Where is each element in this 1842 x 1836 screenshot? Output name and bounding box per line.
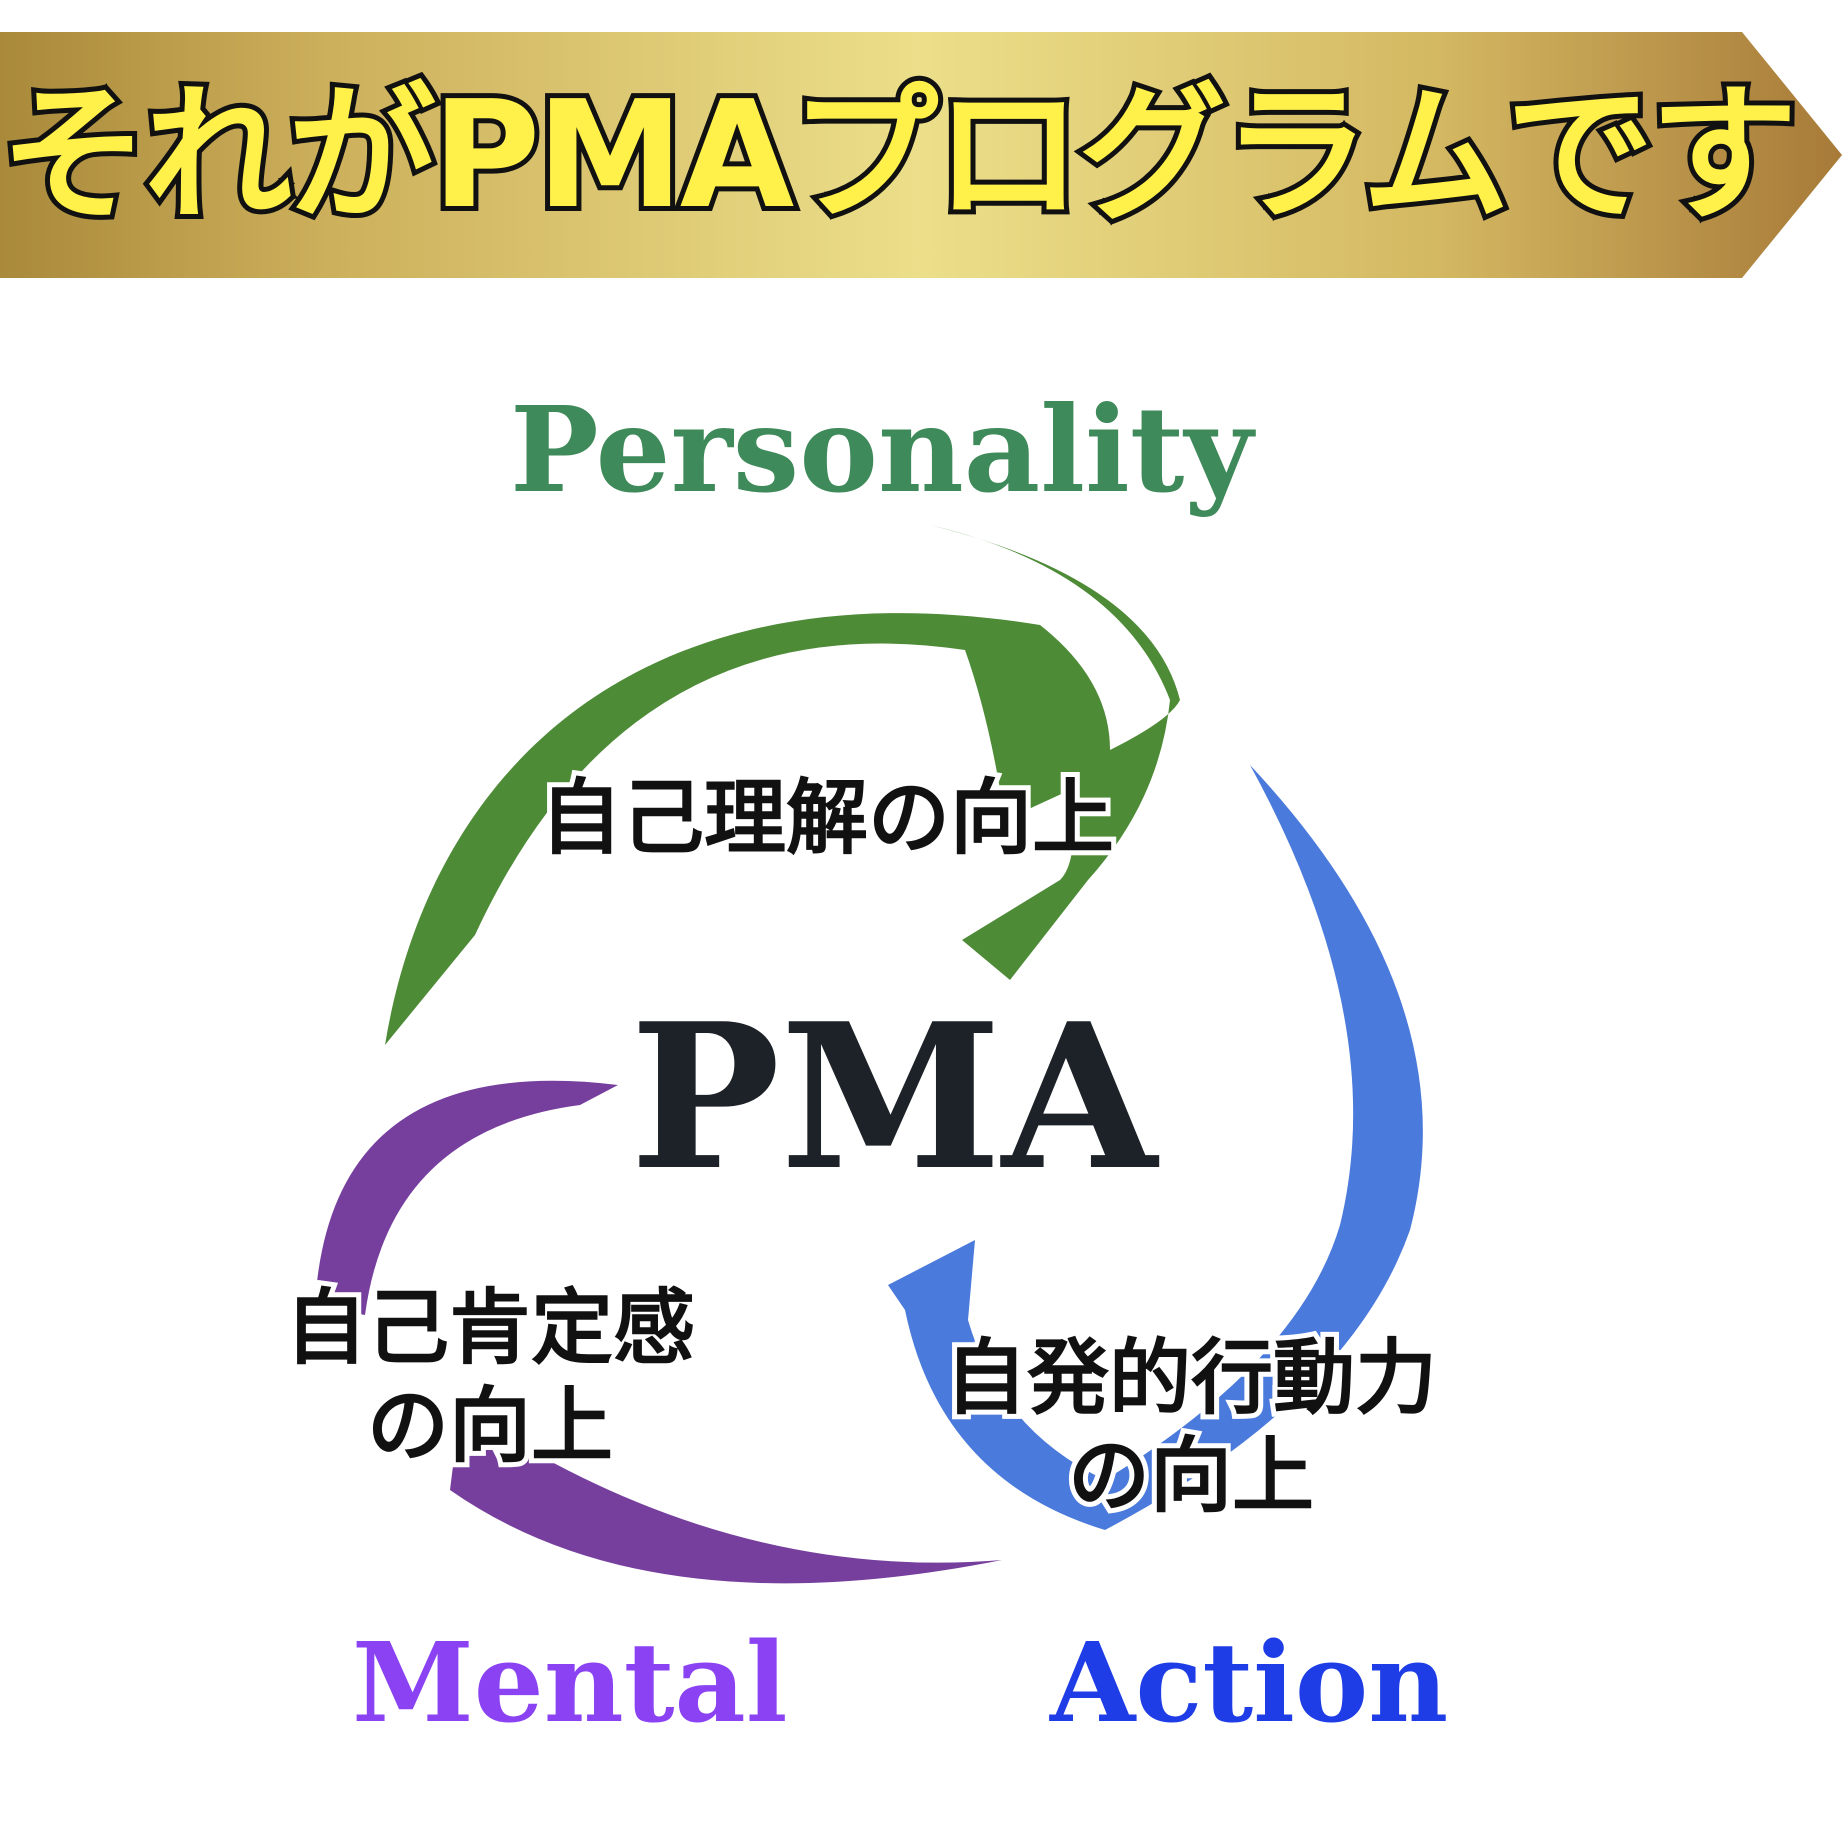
personality-benefit: 自己理解の向上 bbox=[535, 766, 1119, 871]
mental-benefit-line-2: の向上 bbox=[362, 1374, 618, 1479]
mental-label: Mental bbox=[352, 1618, 788, 1747]
center-label: PMA bbox=[630, 980, 1157, 1215]
action-benefit-line-1: 自発的行動力 bbox=[940, 1326, 1442, 1431]
action-benefit-line-2: の向上 bbox=[1063, 1424, 1319, 1529]
personality-label: Personality bbox=[510, 380, 1253, 519]
title-banner bbox=[0, 32, 1842, 278]
action-arc bbox=[888, 765, 1423, 1530]
banner-title: それがPMAプログラムです bbox=[0, 64, 1803, 246]
mental-arc bbox=[315, 1080, 1002, 1584]
personality-arc bbox=[385, 525, 1180, 1045]
action-benefit: 自発的行動力 の向上 bbox=[940, 1326, 1442, 1529]
mental-benefit-line-1: 自己肯定感 bbox=[280, 1276, 700, 1381]
mental-benefit: 自己肯定感 の向上 bbox=[280, 1276, 700, 1479]
action-label: Action bbox=[1050, 1618, 1449, 1747]
